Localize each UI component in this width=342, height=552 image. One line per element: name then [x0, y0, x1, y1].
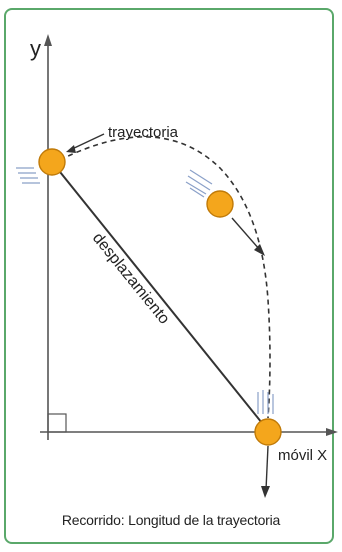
right-angle-marker	[48, 414, 66, 432]
ball-mid-motion-lines	[186, 170, 212, 197]
trajectory-path	[60, 137, 270, 418]
y-axis-label: y	[30, 36, 41, 61]
x-axis-arrowhead	[326, 428, 338, 436]
displacement-label: desplazamiento	[89, 230, 173, 328]
ball-end	[255, 419, 281, 445]
caption: Recorrido: Longitud de la trayectoria	[0, 512, 342, 528]
ball-start	[39, 149, 65, 175]
ball-end-motion-lines	[258, 390, 273, 414]
mobile-label: móvil X	[278, 447, 327, 464]
displacement-line	[52, 162, 266, 428]
ball-start-motion-lines	[16, 168, 40, 183]
ball-mid-velocity-arrow	[232, 218, 260, 250]
ball-end-velocity-arrow	[266, 446, 268, 490]
ball-end-velocity-arrowhead	[261, 486, 270, 498]
trajectory-pointer-arrowhead	[66, 145, 76, 153]
trajectory-label: trayectoria	[108, 124, 179, 141]
y-axis-arrowhead	[44, 34, 52, 46]
ball-mid	[207, 191, 233, 217]
